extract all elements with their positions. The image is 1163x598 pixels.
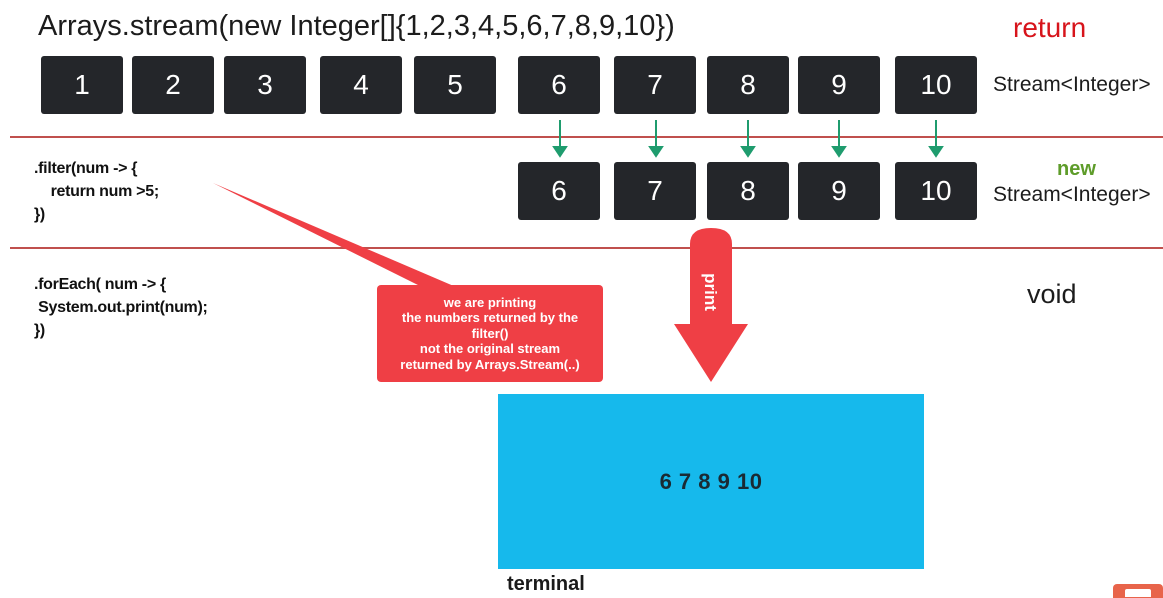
void-label: void — [1027, 279, 1077, 309]
section-divider — [10, 247, 1163, 249]
new-label: new — [1057, 158, 1096, 180]
section-divider — [10, 136, 1163, 138]
stream-element-box: 10 — [895, 56, 977, 114]
callout-line: not the original stream — [419, 341, 561, 357]
down-arrow-icon — [740, 146, 756, 158]
down-arrow-icon — [928, 146, 944, 158]
print-arrow-icon — [674, 228, 748, 382]
foreach-code-line: .forEach( num -> { — [34, 276, 166, 293]
return-label: return — [1013, 12, 1087, 43]
filtered-element-box: 6 — [518, 162, 600, 220]
foreach-code-line: System.out.print(num); — [34, 299, 208, 316]
terminal-label: terminal — [507, 573, 585, 595]
callout-line: returned by Arrays.Stream(..) — [400, 356, 580, 372]
print-arrow-label: print — [701, 273, 720, 311]
terminal-output: 6 7 8 9 10 — [659, 468, 763, 494]
stream-element-box: 8 — [707, 56, 789, 114]
terminal-window: 6 7 8 9 10 — [498, 394, 924, 569]
stream-type-label: Stream<Integer> — [993, 73, 1151, 96]
filter-code-line: }) — [34, 206, 45, 223]
corner-tab-inner — [1125, 589, 1151, 597]
stream-element-box: 1 — [41, 56, 123, 114]
filter-code-line: return num >5; — [34, 183, 160, 200]
callout-line: we are printing — [443, 294, 537, 310]
stream-element-box: 2 — [132, 56, 214, 114]
callout-line: filter() — [471, 325, 509, 341]
stream-element-box: 9 — [798, 56, 880, 114]
stream-element-box: 3 — [224, 56, 306, 114]
explanation-callout: we are printing the numbers returned by … — [377, 285, 603, 382]
down-arrow-icon — [831, 146, 847, 158]
callout-line: the numbers returned by the — [401, 310, 579, 326]
down-arrow-icon — [552, 146, 568, 158]
callout-pointer — [213, 183, 463, 290]
filtered-stream-type-label: Stream<Integer> — [993, 183, 1151, 206]
stream-element-box: 6 — [518, 56, 600, 114]
stream-source-code: Arrays.stream(new Integer[]{1,2,3,4,5,6,… — [38, 10, 675, 42]
stream-element-box: 5 — [414, 56, 496, 114]
filtered-element-box: 7 — [614, 162, 696, 220]
stream-element-box: 4 — [320, 56, 402, 114]
foreach-code-line: }) — [34, 322, 45, 339]
filter-code-line: .filter(num -> { — [34, 160, 138, 177]
filtered-element-box: 8 — [707, 162, 789, 220]
stream-element-box: 7 — [614, 56, 696, 114]
down-arrow-icon — [648, 146, 664, 158]
filtered-element-box: 9 — [798, 162, 880, 220]
filtered-element-box: 10 — [895, 162, 977, 220]
